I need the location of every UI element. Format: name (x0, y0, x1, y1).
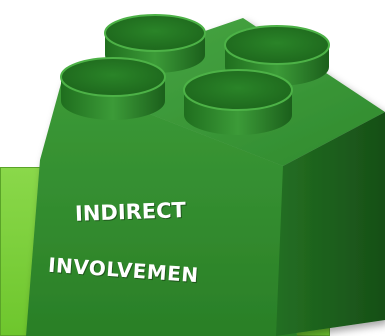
brick-label-top: INDIRECT (74, 198, 187, 226)
stud-front-right (183, 69, 293, 135)
brick-side-face (276, 112, 385, 336)
stud-front-left (60, 57, 166, 120)
brick-studs (60, 14, 330, 135)
